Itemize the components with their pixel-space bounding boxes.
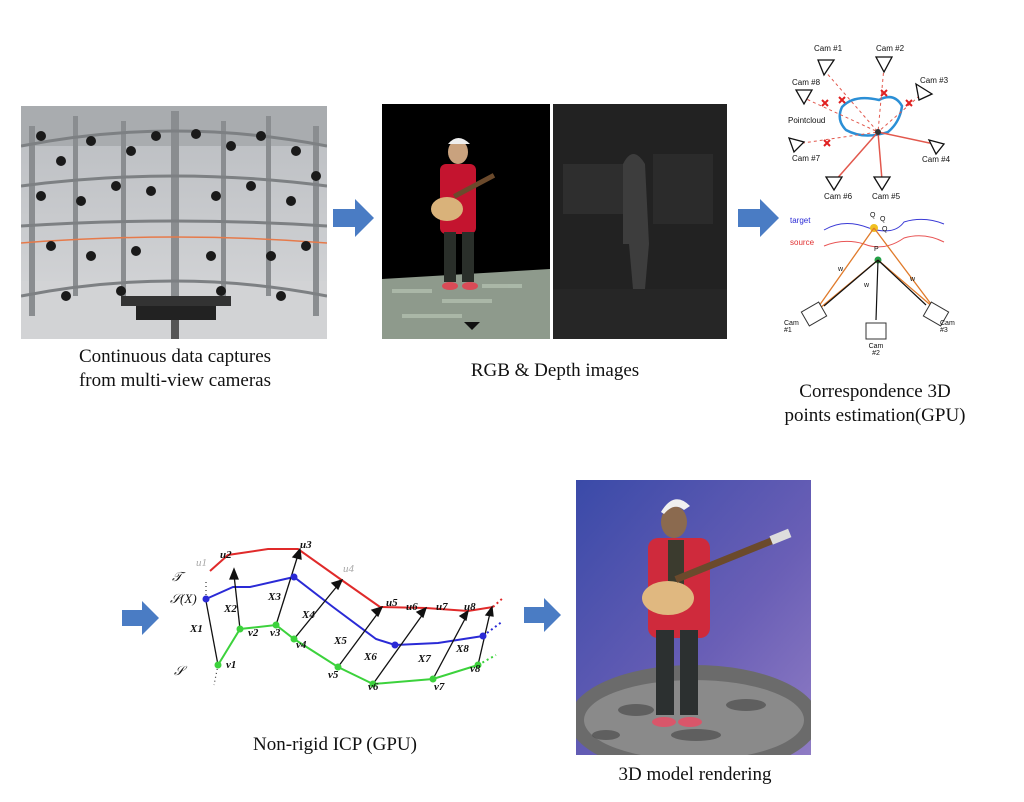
capture-caption-line2: from multi-view cameras [78,370,272,391]
v-label-8: v8 [470,663,481,675]
icp-caption: Non-rigid ICP (GPU) [253,734,417,755]
icp-diagram: 𝒯 𝒮(X) 𝒮 u1 u2 u3 u4 u5 u6 u7 u8 X1 X2 X… [168,535,518,695]
correspondence-diagram: target source Q Q Q P w w w Cam #1 Cam #… [784,208,974,358]
u-label-3: u3 [300,539,312,551]
rgb-image [382,104,550,339]
capture-caption: Continuous data captures from multi-view… [40,345,310,393]
x-label-4: X4 [302,609,315,621]
u-label-1: u1 [196,557,207,569]
cam-label-5: Cam #5 [872,192,901,201]
capture-caption-line1: Continuous data captures [78,346,272,367]
x-label-2: X2 [224,603,237,615]
w-label-3: w [910,276,916,283]
u-label-6: u6 [406,601,418,613]
t-label: 𝒯 [172,569,182,584]
s-label: 𝒮 [174,663,185,678]
x-label-8: X8 [456,643,469,655]
flow-arrow-1 [333,199,374,237]
x-label-5: X5 [334,635,347,647]
cam-label-7: Cam #7 [792,154,821,163]
v-label-3: v3 [270,627,281,639]
p-label: P [874,246,879,253]
flow-arrow-3 [122,601,159,635]
v-label-1: v1 [226,659,237,671]
v-label-6: v6 [368,681,379,693]
cam-1-icon [817,59,836,77]
cam-label-4: Cam #4 [922,155,951,164]
cam-label-c2: Cam #2 [868,343,884,357]
cam-label-c3: Cam #3 [940,320,955,334]
depth-image [553,104,727,339]
rendered-3d-model-image [569,480,819,775]
cam-label-8: Cam #8 [792,78,821,87]
u-label-5: u5 [386,597,398,609]
cam-label-2: Cam #2 [876,44,905,53]
capture-rig-photo [20,106,328,339]
camera-layout-diagram: Cam #1 Cam #2 Cam #3 Cam #8 Pointcloud C… [784,42,964,202]
pointcloud-label: Pointcloud [788,116,826,125]
rgbd-caption: RGB & Depth images [470,360,640,381]
cam-label-c1: Cam #1 [784,320,799,334]
correspondence-caption: Correspondence 3D points estimation(GPU) [755,380,995,428]
x-label-3: X3 [268,591,281,603]
target-label: target [790,216,811,225]
v-label-7: v7 [434,681,445,693]
flow-arrow-2 [738,199,779,237]
x-label-7: X7 [418,653,431,665]
correspondence-caption-line1: Correspondence 3D [799,381,951,402]
u-label-7: u7 [436,601,448,613]
w-label-1: w [838,266,844,273]
u-label-2: u2 [220,549,232,561]
x-label-6: X6 [364,651,377,663]
render-caption: 3D model rendering [618,764,772,785]
v-label-4: v4 [296,639,307,651]
cam-label-3: Cam #3 [920,76,949,85]
v-label-2: v2 [248,627,259,639]
w-label-2: w [864,282,870,289]
sx-label: 𝒮(X) [170,591,197,606]
q-label-2: Q [880,216,886,223]
u-label-8: u8 [464,601,476,613]
cam-label-1: Cam #1 [814,44,843,53]
flow-arrow-4 [524,598,561,632]
v-label-5: v5 [328,669,339,681]
x-label-1: X1 [190,623,203,635]
correspondence-caption-line2: points estimation(GPU) [784,405,966,426]
q-label-3: Q [882,226,888,233]
u-label-4: u4 [343,563,354,575]
q-label-1: Q [870,212,876,219]
cam-label-6: Cam #6 [824,192,853,201]
source-label: source [790,238,815,247]
